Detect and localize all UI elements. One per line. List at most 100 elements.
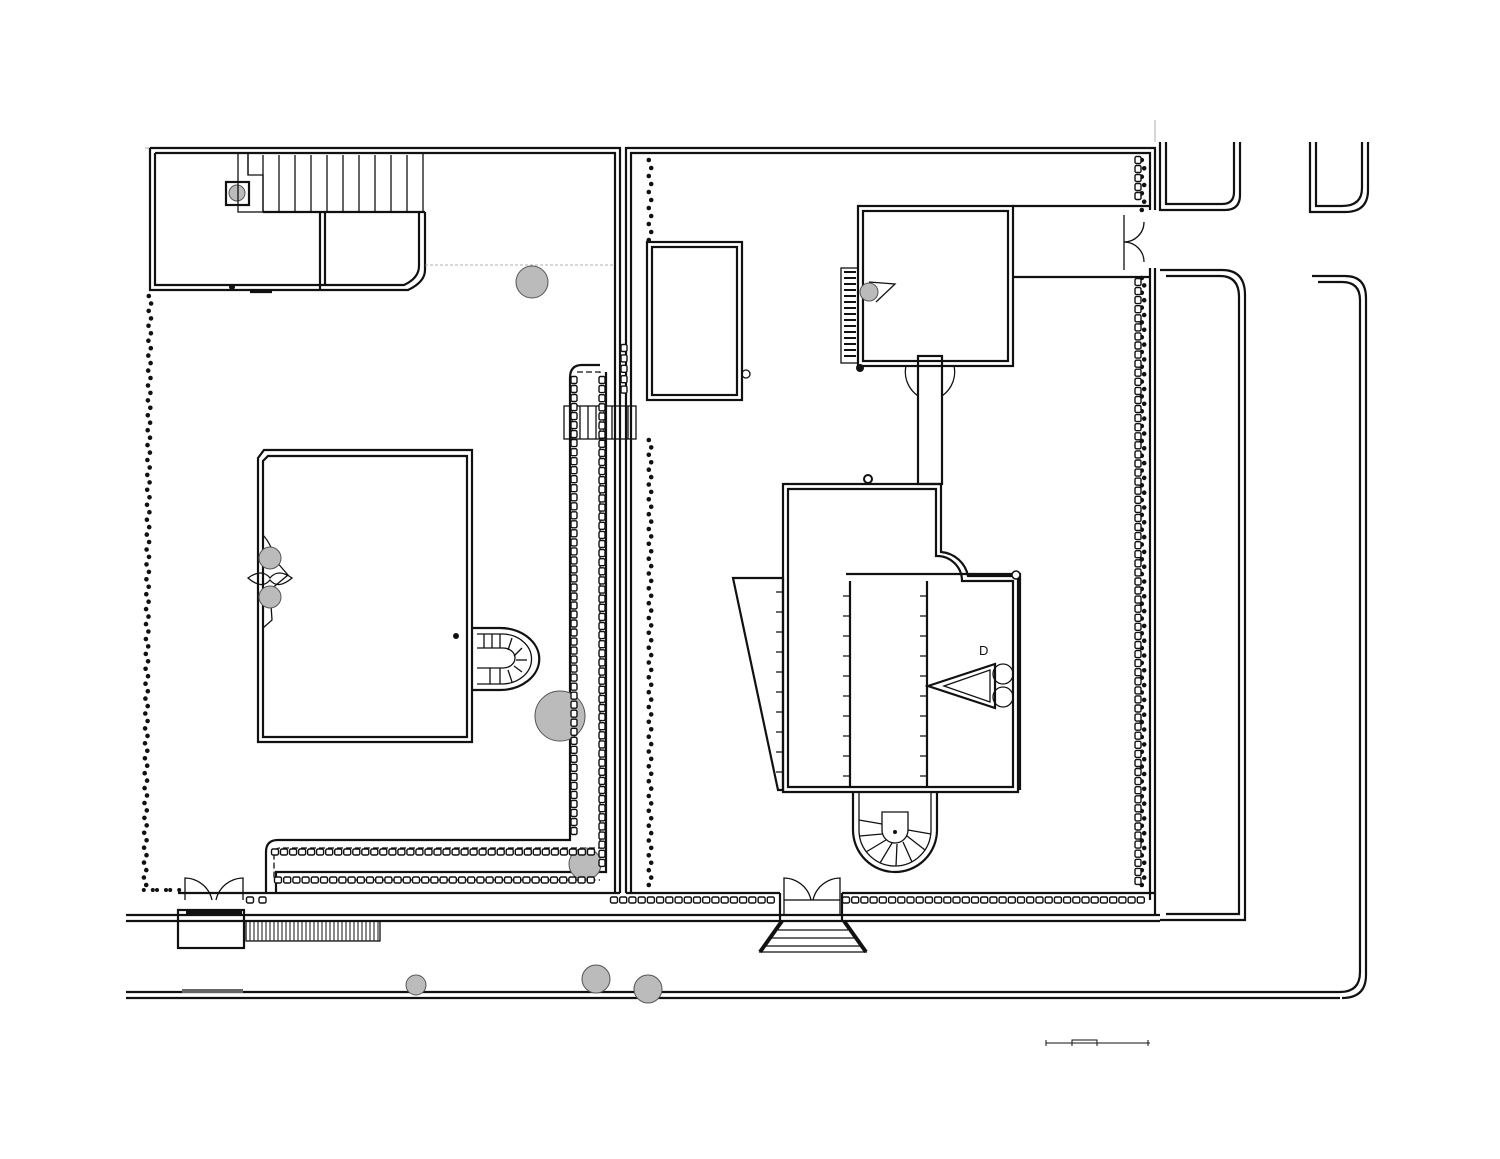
hedge-dot [147,465,152,470]
hedges [141,157,1147,892]
hedge-dot [145,718,150,724]
stone [598,421,606,430]
hedge-dot [143,636,149,642]
hedge-dot [145,659,151,664]
stone [720,896,729,904]
stone [283,876,292,884]
hedge-dot [145,472,150,478]
stone [297,848,307,856]
stone [1134,876,1142,886]
hedge-dot [144,532,150,537]
stone [1099,896,1109,904]
hedge-dot [1141,182,1147,188]
left-gate[interactable] [176,877,620,950]
stone [570,700,578,709]
stone [1134,604,1142,613]
stone [1134,450,1142,459]
stone [439,876,448,884]
stone [570,438,578,448]
hedge-dot [1141,860,1147,866]
hedge-dot [147,480,152,485]
stone [570,727,578,736]
stone [568,876,577,884]
hedge-dot [146,524,152,530]
stone [598,831,606,840]
stone [598,485,606,494]
stone [570,429,578,439]
stone [711,896,720,904]
hedge-dot [177,888,182,892]
stone [570,493,578,502]
stone [748,896,757,904]
hedge-dot [648,816,654,821]
stone [347,876,356,884]
stone [598,476,606,485]
stone [361,848,370,856]
stone [356,876,365,884]
stone [841,896,851,904]
stone [1134,286,1142,296]
stone [598,603,606,612]
stone [460,848,469,856]
hedge-dot [143,696,148,701]
hedge-dot [1141,623,1147,629]
stone [433,848,442,856]
hedge-dot [646,615,652,621]
stone [598,375,606,385]
stone [869,896,878,904]
stone [598,685,606,694]
stone [943,896,952,904]
stone [620,375,628,384]
stone [1134,867,1142,877]
stone [570,691,578,700]
stone [343,848,352,856]
street-edges [126,913,1340,1000]
stone [598,512,606,521]
stone [598,840,606,849]
stone [1134,722,1142,731]
hedge-dot [648,801,654,806]
stone-path [264,363,637,893]
stone [924,896,934,904]
stone [279,848,289,856]
stone [1072,896,1081,904]
corridor [863,354,956,486]
stone [310,876,319,884]
stone [531,876,540,884]
stone [980,896,989,904]
hedge-dot [144,867,149,873]
hedge-dot [142,726,148,731]
stone [1134,504,1142,514]
stone [766,896,775,904]
stone [570,781,578,791]
hedge-dot [646,237,652,243]
stone [384,876,393,884]
stone [906,896,915,904]
stone [451,848,460,856]
hedge-dot [146,293,152,299]
stone [598,548,606,558]
stone [292,876,301,884]
stone [402,876,411,884]
stone [424,848,433,856]
hedge-dot [1141,460,1147,466]
stone [570,538,578,547]
stone [1134,786,1142,795]
stone [1134,767,1142,777]
hedge-dot [143,606,149,612]
hedge-dot [143,711,148,716]
right-gate[interactable] [778,877,844,921]
stone [1134,831,1142,840]
stone [1134,758,1142,768]
stone [598,667,606,676]
hedge-dot [143,621,149,627]
hedge-dot [1141,357,1147,362]
stone [319,876,329,884]
hedge-dot [1141,416,1147,421]
hedge-dot [141,830,147,836]
stone [514,848,523,856]
stone [570,610,578,619]
hedge-dot [147,420,153,426]
stone [1134,613,1142,622]
hedge-dot [146,554,152,560]
